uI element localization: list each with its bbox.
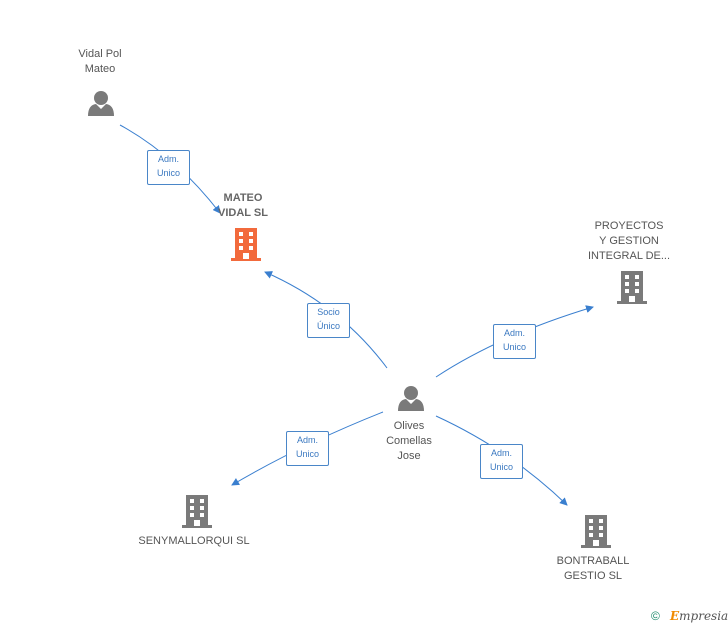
building-icon-main[interactable]	[231, 228, 261, 261]
node-label-bontraball[interactable]: BONTRABALL GESTIO SL	[556, 555, 630, 582]
edge-label-adm-unico[interactable]: Adm. Unico	[147, 150, 190, 185]
node-label-mateo-vidal-sl[interactable]: MATEO VIDAL SL	[218, 192, 268, 219]
node-label-senymallorqui[interactable]: SENYMALLORQUI SL	[138, 535, 250, 547]
empresia-logo[interactable]: Empresia	[670, 609, 728, 623]
node-label-proyectos[interactable]: PROYECTOS Y GESTION INTEGRAL DE...	[587, 220, 671, 262]
building-icon[interactable]	[617, 271, 647, 304]
copyright-symbol: ©	[651, 609, 660, 623]
building-icon[interactable]	[581, 515, 611, 548]
edge-label-socio-unico[interactable]: Socio Único	[307, 303, 350, 338]
person-icon[interactable]	[398, 386, 424, 411]
node-label-vidal-pol-mateo[interactable]: Vidal Pol Mateo	[78, 48, 122, 75]
person-icon[interactable]	[88, 91, 114, 116]
edge-label-adm-unico[interactable]: Adm. Unico	[480, 444, 523, 479]
node-label-olives-comellas-jose[interactable]: Olives Comellas Jose	[386, 420, 432, 462]
edge-label-adm-unico[interactable]: Adm. Unico	[493, 324, 536, 359]
edge-label-adm-unico[interactable]: Adm. Unico	[286, 431, 329, 466]
building-icon[interactable]	[182, 495, 212, 528]
